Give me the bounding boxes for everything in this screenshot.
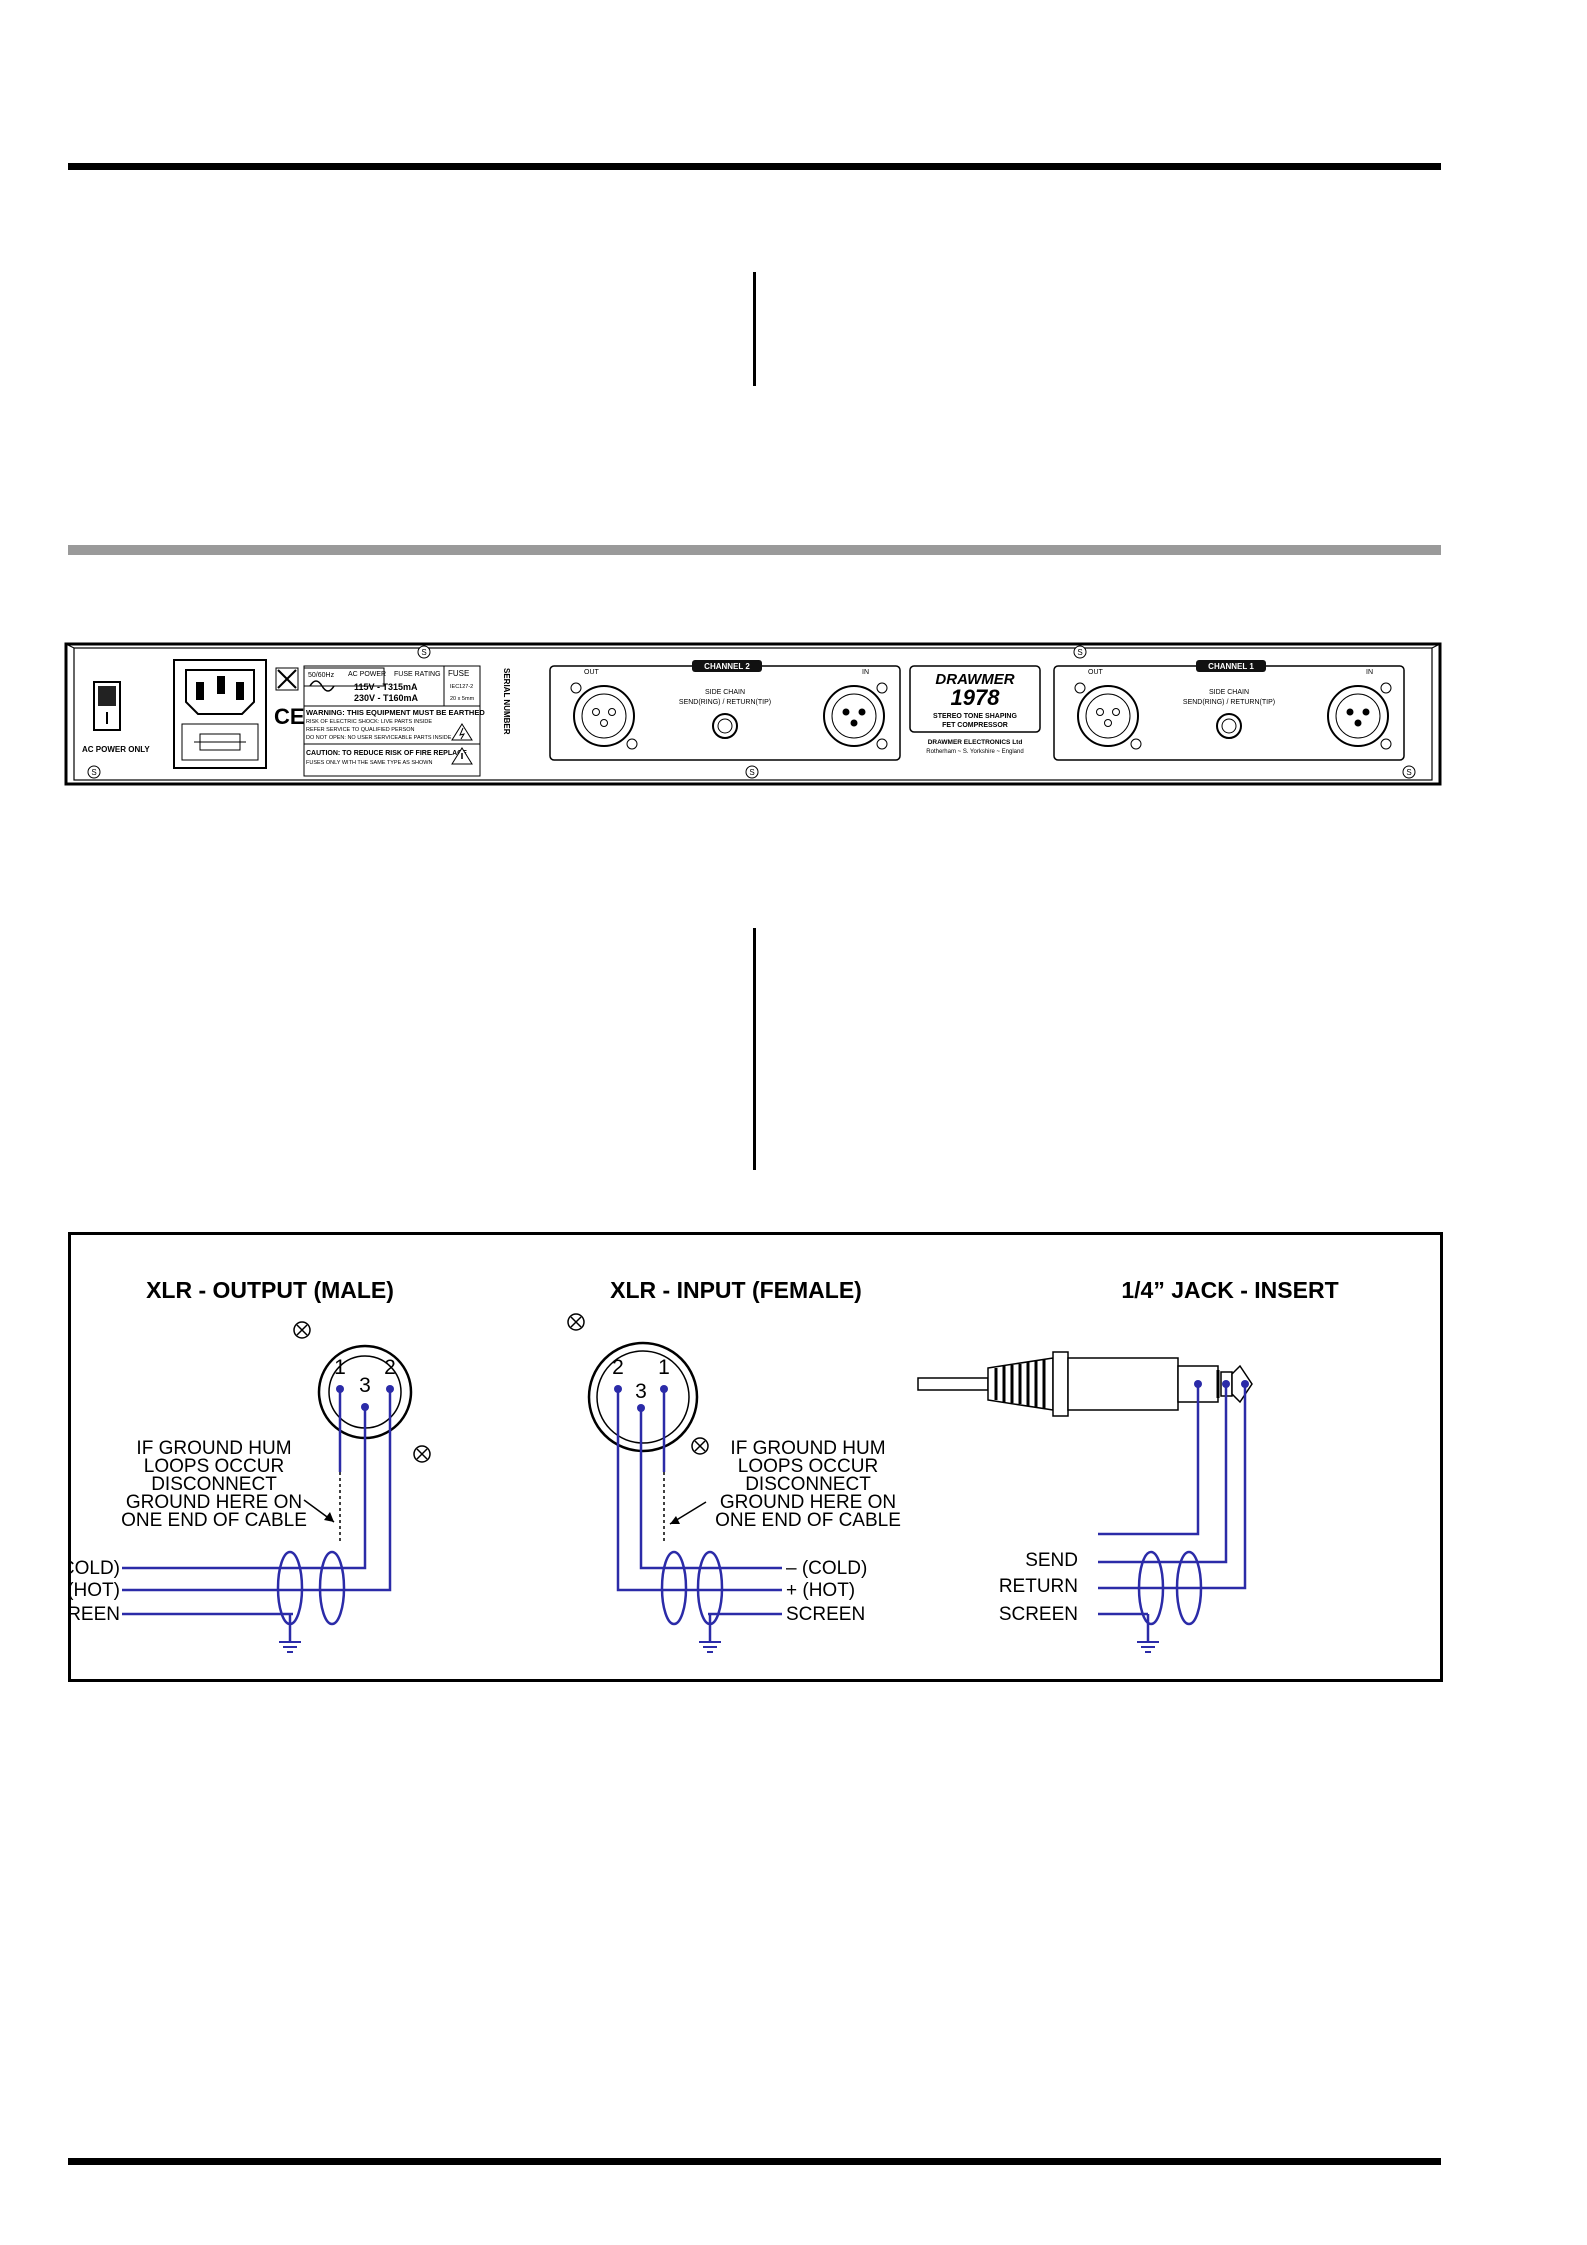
svg-text:DRAWMER: DRAWMER bbox=[935, 671, 1014, 688]
svg-text:S: S bbox=[1406, 768, 1411, 777]
fuse-spec-line2: 20 x 5mm bbox=[450, 696, 475, 702]
caution-line-1: CAUTION: TO REDUCE RISK OF FIRE REPLACE bbox=[306, 750, 467, 757]
voltage-115-row: 115V - T315mA bbox=[354, 682, 418, 692]
warning-line-2: RISK OF ELECTRIC SHOCK: LIVE PARTS INSID… bbox=[306, 719, 432, 725]
channel-2-badge bbox=[692, 660, 762, 672]
ac-wave-icon bbox=[309, 680, 335, 692]
drawmer-logo: DRAWMER 1978 STEREO TONE SHAPING FET COM… bbox=[909, 665, 1041, 733]
iec-power-socket-icon bbox=[173, 659, 267, 769]
svg-text:1978: 1978 bbox=[951, 685, 1001, 710]
in-pin-3-label: 3 bbox=[635, 1380, 647, 1403]
ch1-xlr-in-icon bbox=[1327, 682, 1392, 750]
out-hum-note-1: IF GROUND HUM bbox=[136, 1438, 291, 1459]
quarter-inch-jack-plug-icon bbox=[917, 1351, 1253, 1417]
out-hum-note-4: GROUND HERE ON bbox=[126, 1492, 302, 1513]
ch2-send-return-label: SEND(RING) / RETURN(TIP) bbox=[679, 699, 771, 706]
in-hum-note-3: DISCONNECT bbox=[745, 1474, 871, 1495]
svg-text:S: S bbox=[749, 768, 754, 777]
ac-power-only-label: AC POWER ONLY bbox=[82, 745, 150, 754]
in-hum-note-5: ONE END OF CABLE bbox=[715, 1510, 901, 1531]
company-address: Rotherham ~ S. Yorkshire ~ England bbox=[926, 749, 1023, 755]
channel-1-label: CHANNEL 1 bbox=[1208, 662, 1254, 671]
power-switch-icon bbox=[93, 681, 121, 731]
voltage-230-row: 230V - T160mA bbox=[354, 693, 419, 703]
in-pin-2-label: 2 bbox=[612, 1356, 624, 1379]
screw-icon: S bbox=[417, 645, 431, 659]
screw-icon: S bbox=[87, 765, 101, 779]
caution-line-2: FUSES ONLY WITH THE SAME TYPE AS SHOWN bbox=[306, 760, 432, 766]
ch2-side-chain-label: SIDE CHAIN bbox=[705, 689, 745, 696]
section-rule bbox=[68, 545, 1441, 555]
ac-power-header: AC POWER bbox=[348, 671, 386, 678]
out-hum-note-2: LOOPS OCCUR bbox=[144, 1456, 284, 1477]
top-rule bbox=[68, 163, 1441, 170]
out-cold-label: – (COLD) bbox=[68, 1558, 120, 1579]
xlr-female-connector-icon bbox=[567, 1313, 709, 1455]
column-divider-lower bbox=[753, 928, 756, 1170]
channel-2-label: CHANNEL 2 bbox=[704, 662, 750, 671]
svg-text:S: S bbox=[1077, 648, 1082, 657]
ce-mark: CE bbox=[274, 704, 305, 729]
ground-symbol-icon bbox=[699, 1641, 721, 1653]
in-hum-note-2: LOOPS OCCUR bbox=[738, 1456, 878, 1477]
ground-symbol-icon bbox=[1137, 1641, 1159, 1653]
ground-symbol-icon bbox=[279, 1641, 301, 1653]
jack-send-label: SEND bbox=[1025, 1550, 1078, 1571]
svg-text:FET COMPRESSOR: FET COMPRESSOR bbox=[942, 722, 1008, 729]
ch1-in-label: IN bbox=[1366, 669, 1373, 676]
out-hot-label: + (HOT) bbox=[68, 1580, 120, 1601]
ch1-xlr-out-icon bbox=[1074, 682, 1142, 750]
svg-text:S: S bbox=[91, 768, 96, 777]
serial-number-label: SERIAL NUMBER bbox=[502, 668, 511, 735]
bottom-rule bbox=[68, 2158, 1441, 2165]
warning-line-1: WARNING: THIS EQUIPMENT MUST BE EARTHED bbox=[306, 708, 485, 717]
warning-line-4: DO NOT OPEN: NO USER SERVICEABLE PARTS I… bbox=[306, 735, 452, 741]
out-hum-note-3: DISCONNECT bbox=[151, 1474, 277, 1495]
ch2-xlr-out-icon bbox=[570, 682, 638, 750]
ch1-side-chain-label: SIDE CHAIN bbox=[1209, 689, 1249, 696]
connector-wiring-diagram: XLR - OUTPUT (MALE) XLR - INPUT (FEMALE)… bbox=[68, 1232, 1443, 1682]
in-screen-label: SCREEN bbox=[786, 1604, 865, 1625]
out-pin-1-label: 1 bbox=[334, 1356, 346, 1379]
in-hot-label: + (HOT) bbox=[786, 1580, 855, 1601]
in-hum-note-4: GROUND HERE ON bbox=[720, 1492, 896, 1513]
company-name: DRAWMER ELECTRONICS Ltd bbox=[928, 739, 1023, 746]
ch1-out-label: OUT bbox=[1088, 669, 1104, 676]
svg-text:STEREO TONE SHAPING: STEREO TONE SHAPING bbox=[933, 713, 1017, 720]
out-pin-3-label: 3 bbox=[359, 1374, 371, 1397]
xlr-output-title: XLR - OUTPUT (MALE) bbox=[146, 1277, 394, 1303]
rear-panel-illustration: S S S S S AC POWER ONLY CE 50/60Hz AC PO… bbox=[64, 642, 1442, 786]
svg-text:S: S bbox=[421, 648, 426, 657]
fuse-spec-line1: IEC127-2 bbox=[450, 684, 473, 690]
jack-insert-title: 1/4” JACK - INSERT bbox=[1121, 1277, 1338, 1303]
jack-return-label: RETURN bbox=[999, 1576, 1078, 1597]
in-cold-label: – (COLD) bbox=[786, 1558, 867, 1579]
fire-warning-icon bbox=[451, 747, 473, 765]
out-pin-2-label: 2 bbox=[384, 1356, 396, 1379]
in-pin-1-label: 1 bbox=[658, 1356, 670, 1379]
ch2-xlr-in-icon bbox=[823, 682, 888, 750]
fuse-header: FUSE bbox=[448, 669, 469, 678]
ch2-out-label: OUT bbox=[584, 669, 600, 676]
ch1-side-chain-jack-icon bbox=[1216, 713, 1242, 739]
column-divider-upper bbox=[753, 272, 756, 386]
xlr-input-title: XLR - INPUT (FEMALE) bbox=[610, 1277, 862, 1303]
frequency-badge: 50/60Hz bbox=[308, 672, 335, 679]
shock-warning-icon bbox=[451, 723, 473, 741]
screw-icon: S bbox=[745, 765, 759, 779]
weee-bin-icon bbox=[275, 667, 299, 691]
jack-screen-label: SCREEN bbox=[999, 1604, 1078, 1625]
channel-1-badge bbox=[1196, 660, 1266, 672]
screw-icon: S bbox=[1073, 645, 1087, 659]
ch2-side-chain-jack-icon bbox=[712, 713, 738, 739]
screw-icon: S bbox=[1402, 765, 1416, 779]
fuse-rating-header: FUSE RATING bbox=[394, 671, 441, 678]
wiring-box-border bbox=[68, 1232, 1443, 1682]
ch2-in-label: IN bbox=[862, 669, 869, 676]
in-hum-note-1: IF GROUND HUM bbox=[730, 1438, 885, 1459]
out-screen-label: SCREEN bbox=[68, 1604, 120, 1625]
warning-line-3: REFER SERVICE TO QUALIFIED PERSON bbox=[306, 727, 415, 733]
ch1-send-return-label: SEND(RING) / RETURN(TIP) bbox=[1183, 699, 1275, 706]
out-hum-note-5: ONE END OF CABLE bbox=[121, 1510, 307, 1531]
